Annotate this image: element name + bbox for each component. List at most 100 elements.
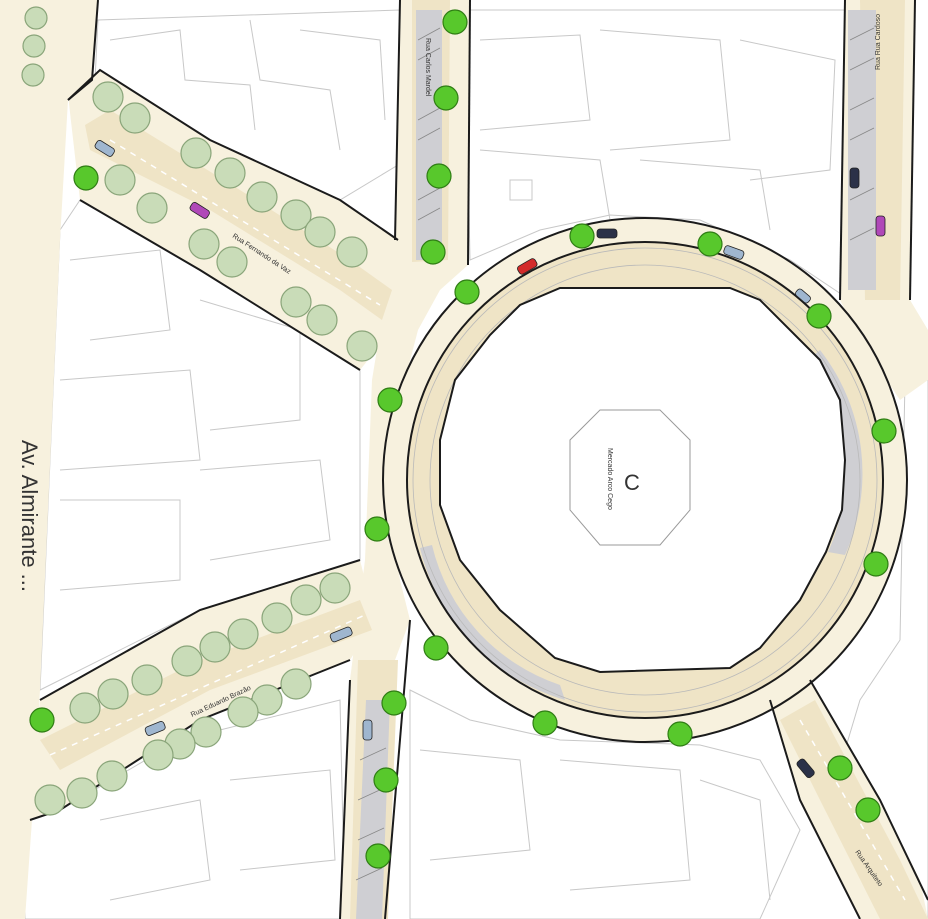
tree-new-icon	[863, 551, 889, 577]
tree-new-icon	[454, 279, 480, 305]
building-outline	[59, 369, 201, 471]
tree-new-icon	[426, 163, 452, 189]
parking-alves-cardoso	[848, 10, 876, 290]
road-arquiteto	[780, 700, 928, 919]
tree-existing-icon	[119, 102, 151, 134]
tree-existing-icon	[227, 618, 259, 650]
building-outline	[559, 759, 691, 891]
building-block	[409, 689, 801, 919]
tree-existing-icon	[214, 157, 246, 189]
tree-new-icon	[433, 85, 459, 111]
tree-new-icon	[667, 721, 693, 747]
parking-strips	[356, 10, 876, 919]
building-outline	[739, 39, 836, 181]
tree-existing-icon	[104, 164, 136, 196]
car-icon	[723, 245, 745, 260]
tree-new-icon	[420, 239, 446, 265]
road-markings	[49, 139, 906, 901]
tree-existing-icon	[136, 192, 168, 224]
tree-existing-icon	[21, 63, 45, 87]
car-icon	[329, 626, 353, 643]
tree-new-icon	[73, 165, 99, 191]
building-outline	[109, 29, 256, 131]
tree-existing-icon	[131, 664, 163, 696]
car-icon	[795, 288, 811, 304]
car-icon	[875, 215, 886, 237]
building-outline	[479, 34, 591, 131]
tree-existing-icon	[24, 6, 48, 30]
tree-existing-icon	[171, 645, 203, 677]
label-rua-carlos-mardel: Rua Carlos Mardel	[424, 38, 431, 97]
building-outline	[69, 249, 171, 341]
tree-new-icon	[29, 707, 55, 733]
tree-new-icon	[827, 755, 853, 781]
car-icon	[796, 758, 815, 779]
tree-new-icon	[871, 418, 897, 444]
tree-new-icon	[569, 223, 595, 249]
tree-existing-icon	[199, 631, 231, 663]
tree-existing-icon	[92, 81, 124, 113]
car-icon	[517, 258, 538, 275]
tree-existing-icon	[216, 246, 248, 278]
tree-existing-icon	[66, 777, 98, 809]
building-outline	[99, 799, 211, 901]
car-icon	[362, 719, 373, 741]
car-icon	[189, 202, 210, 219]
tree-existing-icon	[69, 692, 101, 724]
building-outline	[199, 299, 301, 431]
sidewalk-west-avenue	[0, 0, 98, 919]
parking-roundabout-southwest	[420, 545, 565, 700]
building-outline	[59, 499, 181, 591]
building-outline	[639, 159, 771, 231]
tree-new-icon	[855, 797, 881, 823]
tree-existing-icon	[97, 678, 129, 710]
tree-existing-icon	[306, 304, 338, 336]
building-outline	[699, 779, 771, 901]
building-outline	[509, 179, 533, 201]
curbs	[29, 0, 928, 919]
tree-new-icon	[423, 635, 449, 661]
label-av-almirante: Av. Almirante ...	[17, 440, 42, 592]
tree-existing-icon	[142, 739, 174, 771]
tree-new-icon	[377, 387, 403, 413]
mercado-inner-octagon	[569, 409, 691, 546]
car-icon	[596, 228, 618, 239]
tree-existing-icon	[227, 696, 259, 728]
tree-existing-icon	[319, 572, 351, 604]
car-icon	[849, 167, 860, 189]
building-outline	[419, 749, 531, 861]
tree-existing-icon	[280, 199, 312, 231]
label-mercado-mark: C	[624, 470, 640, 495]
tree-existing-icon	[96, 760, 128, 792]
tree-existing-icon	[280, 286, 312, 318]
trees-existing	[21, 6, 378, 816]
building-outline	[249, 19, 341, 151]
tree-existing-icon	[280, 668, 312, 700]
building-outline	[599, 29, 731, 151]
tree-new-icon	[373, 767, 399, 793]
parking-stall-lines	[355, 27, 875, 881]
building-outline	[479, 149, 611, 221]
tree-existing-icon	[261, 602, 293, 634]
tree-new-icon	[442, 9, 468, 35]
tree-existing-icon	[336, 236, 368, 268]
tree-new-icon	[381, 690, 407, 716]
tree-new-icon	[364, 516, 390, 542]
tree-existing-icon	[22, 34, 46, 58]
tree-existing-icon	[180, 137, 212, 169]
tree-existing-icon	[190, 716, 222, 748]
label-mercado-name: Mercado Arco Cego	[606, 448, 613, 510]
building-outline	[199, 459, 331, 561]
tree-existing-icon	[188, 228, 220, 260]
car-icon	[94, 140, 115, 157]
inner-ring-paving	[412, 247, 878, 713]
tree-new-icon	[532, 710, 558, 736]
mercado-building	[439, 287, 847, 674]
parking-roundabout-east	[806, 350, 863, 555]
tree-existing-icon	[34, 784, 66, 816]
trees-new	[29, 9, 897, 869]
building-outline	[229, 769, 336, 871]
